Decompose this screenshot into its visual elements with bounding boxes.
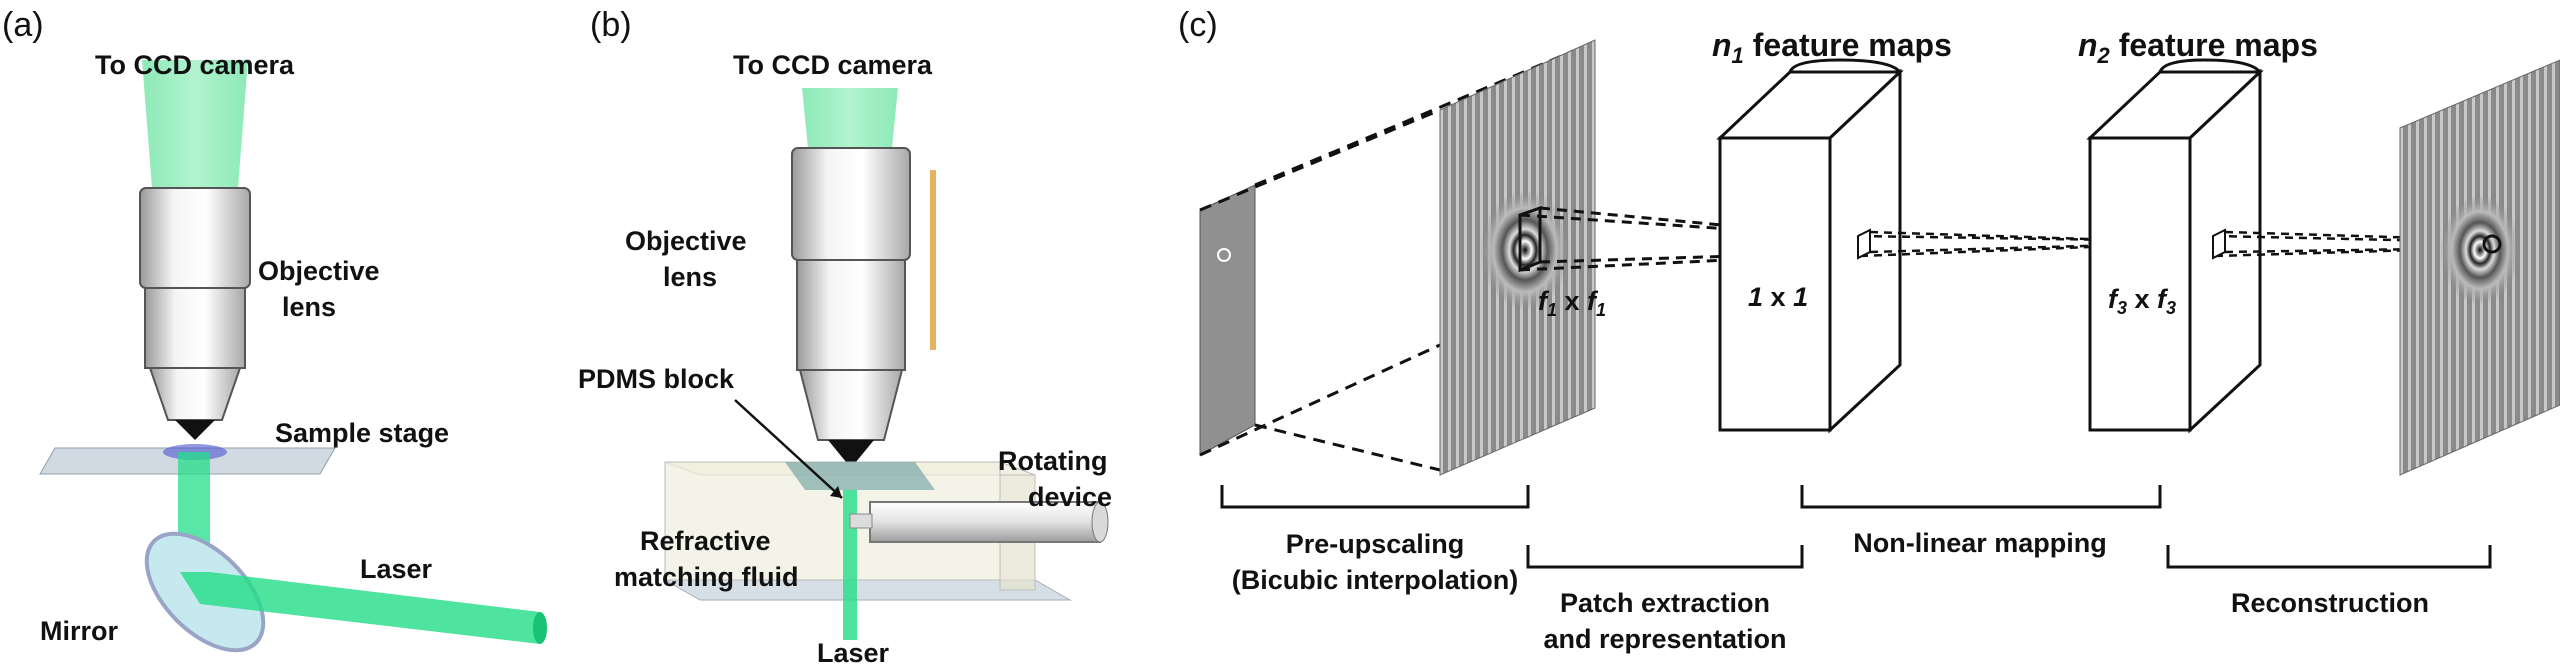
stage-brackets — [1220, 485, 2492, 569]
mirror-label: Mirror — [40, 616, 119, 646]
pdms-block — [785, 462, 935, 490]
laser-label-b: Laser — [817, 638, 890, 668]
output-image — [2399, 59, 2560, 476]
stage-preupscale-2: (Bicubic interpolation) — [1232, 565, 1519, 595]
panel-c-tag: (c) — [1178, 6, 1218, 44]
pdms-label: PDMS block — [578, 364, 735, 394]
upscaled-image — [1439, 39, 1596, 476]
laser-beam-b — [843, 490, 857, 640]
filter3-label: f3 x f3 — [2108, 284, 2176, 318]
fluid-label-1: Refractive — [640, 526, 771, 556]
camera-beam-b — [802, 88, 898, 148]
objective-lens-a — [139, 187, 251, 440]
input-image — [1199, 184, 1256, 456]
panel-b-tag: (b) — [590, 6, 632, 44]
feature-map-block-1 — [1716, 58, 1904, 434]
laser-beam-horizontal — [180, 572, 540, 644]
n2-label: n2 feature maps — [2078, 27, 2318, 68]
mapping-projection — [1859, 230, 2121, 258]
rotating-label-2: device — [1028, 482, 1112, 512]
rotating-device — [849, 501, 1109, 543]
panel-c: (c) f1 x f1 — [1178, 6, 2560, 654]
stage-reconstruction: Reconstruction — [2231, 588, 2429, 618]
panel-a: (a) To CCD camera Objective lens Sample … — [2, 6, 547, 653]
n1-label: n1 feature maps — [1712, 27, 1952, 68]
objective-lens-b — [791, 147, 936, 468]
camera-label-a: To CCD camera — [95, 50, 295, 80]
fluid-label-2: matching fluid — [614, 562, 799, 592]
stage-patch-2: and representation — [1543, 624, 1786, 654]
pdms-pointer — [734, 399, 843, 499]
filter-mid-label: 1 x 1 — [1748, 282, 1808, 312]
panel-a-tag: (a) — [2, 6, 44, 44]
objective-label-b1: Objective — [625, 226, 747, 256]
objective-label-b2: lens — [663, 262, 717, 292]
stage-preupscale-1: Pre-upscaling — [1286, 529, 1465, 559]
panel-b: (b) To CCD camera Objective lens — [578, 6, 1112, 668]
feature-map-block-2 — [2086, 58, 2264, 434]
objective-label-a2: lens — [282, 292, 336, 322]
rotating-label-1: Rotating — [998, 446, 1107, 476]
stage-patch-1: Patch extraction — [1560, 588, 1770, 618]
objective-label-a1: Objective — [258, 256, 380, 286]
camera-beam — [142, 60, 248, 188]
laser-label-a: Laser — [360, 554, 433, 584]
stage-label: Sample stage — [275, 418, 449, 448]
camera-label-b: To CCD camera — [733, 50, 933, 80]
stage-nonlinear: Non-linear mapping — [1853, 528, 2107, 558]
